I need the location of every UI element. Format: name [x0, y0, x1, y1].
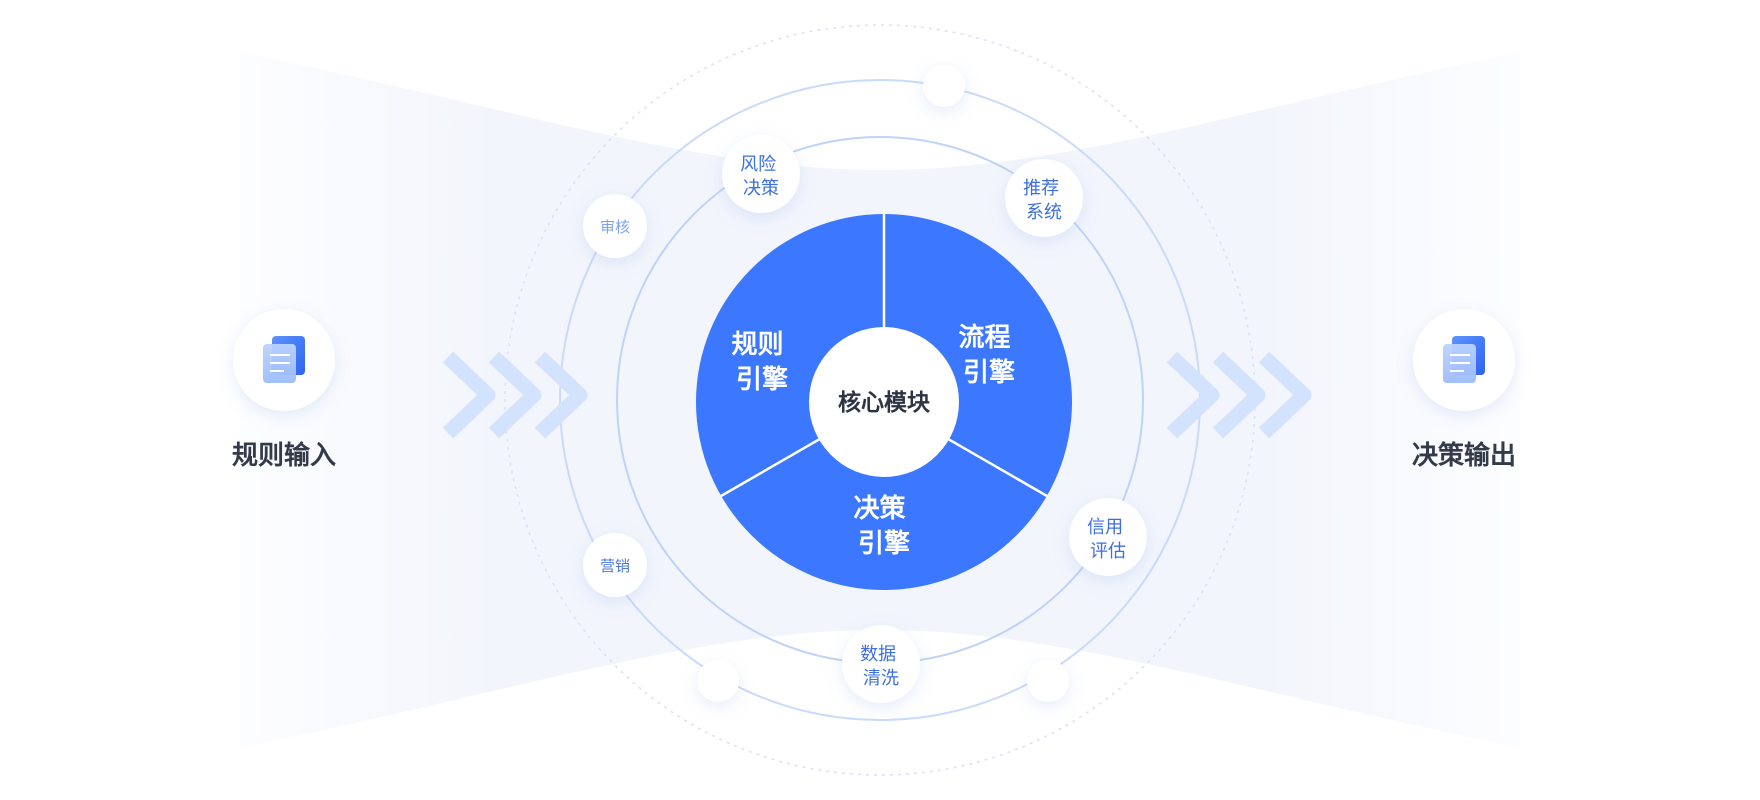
scenario-bubble-credit-assessment: 信用 评估: [1069, 498, 1147, 576]
segment-line: 流程: [958, 323, 1010, 353]
input-flow-chevrons: [442, 351, 588, 439]
bubble-line: 系统: [1026, 202, 1062, 223]
segment-line: 决策: [853, 493, 905, 524]
segment-line: 规则: [731, 330, 783, 360]
decorative-bubble: [697, 660, 739, 702]
input-node: 规则输入: [232, 309, 336, 471]
segment-line: 引擎: [963, 358, 1015, 388]
scenario-bubble-recommendation: 推荐 系统: [1005, 159, 1083, 237]
segment-rule-engine: 规则 引擎: [731, 330, 792, 395]
output-node: 决策输出: [1412, 309, 1516, 471]
decorative-bubble: [1027, 660, 1069, 702]
input-label: 规则输入: [232, 440, 336, 471]
svg-text:推荐 系统: 推荐 系统: [1023, 178, 1065, 223]
bubble-line: 决策: [743, 178, 779, 199]
svg-text:信用 评估: 信用 评估: [1087, 517, 1129, 562]
segment-line: 引擎: [736, 365, 788, 395]
bubble-line: 推荐: [1023, 178, 1059, 199]
document-stack-icon: [263, 336, 305, 383]
svg-text:数据 清洗: 数据 清洗: [860, 644, 902, 689]
core-center-circle: [809, 327, 959, 477]
bubble-line: 风险: [740, 154, 776, 175]
scenario-bubble-risk-decision: 风险 决策: [722, 135, 800, 213]
document-stack-icon: [1443, 336, 1485, 383]
output-label: 决策输出: [1412, 440, 1516, 471]
segment-flow-engine: 流程 引擎: [958, 323, 1019, 388]
bubble-line: 清洗: [863, 668, 899, 689]
bubble-line: 评估: [1090, 541, 1126, 562]
segment-decision-engine: 决策 引擎: [853, 493, 914, 559]
bubble-label: 审核: [600, 218, 630, 236]
bubble-line: 数据: [860, 644, 896, 665]
core-wheel: 核心模块 规则 引擎 流程 引擎 决策 引擎: [696, 214, 1072, 590]
segment-line: 引擎: [858, 529, 910, 559]
bubble-label: 营销: [600, 557, 630, 575]
decorative-bubble: [923, 65, 965, 107]
output-flow-chevrons: [1166, 351, 1312, 439]
core-center-label: 核心模块: [838, 389, 930, 416]
scenario-bubble-data-cleaning: 数据 清洗: [842, 625, 920, 703]
scenario-bubble-marketing: 营销: [583, 533, 647, 597]
svg-text:风险 决策: 风险 决策: [740, 154, 782, 199]
scenario-bubble-audit: 审核: [583, 194, 647, 258]
bubble-line: 信用: [1087, 517, 1123, 538]
